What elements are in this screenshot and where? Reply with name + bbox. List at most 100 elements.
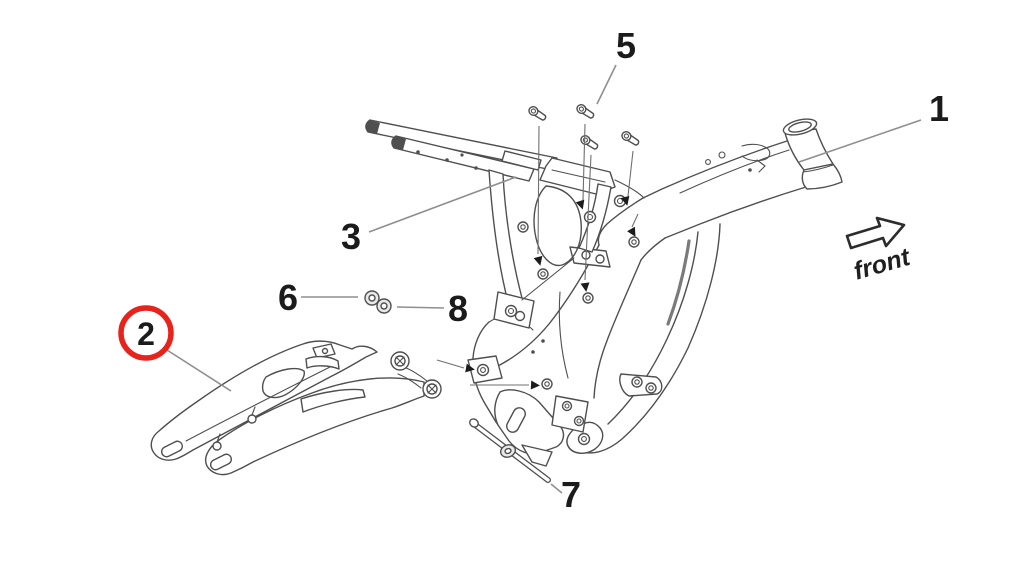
frame-inner-line: [558, 291, 569, 379]
leader-line-2: [166, 349, 232, 392]
assembly-line: [436, 359, 465, 369]
leader-line-8: [396, 306, 445, 309]
arm-inner-line: [185, 366, 331, 442]
arm-mount-bore: [480, 367, 486, 373]
bolt-hole: [531, 350, 535, 354]
rail-end-cap: [391, 136, 406, 150]
bolt-head: [469, 418, 479, 428]
rear-stay-outer: [579, 223, 721, 454]
small-bolt: [576, 104, 595, 119]
arm-bushing-inner: [394, 355, 406, 367]
subframe-opening: [533, 185, 582, 267]
frame-front-inner-edge: [593, 259, 642, 399]
mount-boss: [582, 292, 594, 304]
frame-spar-top-edge: [642, 140, 788, 199]
mount-bore: [616, 197, 624, 205]
callout-label-8: 8: [448, 288, 468, 329]
cable-guide: [741, 143, 771, 162]
callout-label-2: 2: [137, 316, 155, 352]
small-bolt: [580, 135, 599, 150]
assembly-arrowhead: [580, 282, 590, 292]
part-8-washer: [376, 298, 392, 314]
pivot-bore: [564, 403, 570, 409]
footpeg-boss: [645, 382, 657, 394]
leader-line-7: [550, 483, 563, 494]
bolt-hole: [718, 151, 726, 159]
head-tube-bore: [788, 121, 812, 133]
arm-lower-cutout: [300, 388, 366, 413]
frame-mid-inner: [640, 237, 666, 261]
rail-top-plate: [501, 150, 542, 171]
mount-boss: [517, 221, 529, 233]
bushing-cross-mark: [395, 356, 405, 366]
assembly-arrowhead: [465, 363, 475, 373]
arm-bushing-inner: [426, 383, 438, 395]
mount-bore: [520, 224, 526, 230]
motor-plate-slot: [506, 407, 526, 433]
rail-hole: [460, 153, 464, 157]
arm-tip-slot: [209, 453, 233, 471]
frame-spar-bottom-edge: [664, 186, 807, 239]
assembly-guides: [436, 123, 639, 390]
bolt-hole: [748, 168, 752, 172]
pivot-foot-boss: [577, 432, 591, 446]
callout-label-6: 6: [278, 277, 298, 318]
subframe-boss: [504, 304, 518, 318]
callout-label-1: 1: [929, 88, 949, 129]
mount-boss: [537, 268, 549, 280]
pivot-boss: [573, 415, 585, 427]
bolt-hole: [541, 339, 545, 343]
assembly-arrowhead: [530, 380, 540, 390]
arm-tip-slot: [160, 440, 184, 458]
footpeg-bore: [634, 379, 640, 385]
leader-line-3: [368, 176, 517, 233]
arm-lower-body: [204, 377, 425, 476]
assembly-line: [627, 150, 634, 197]
rail-hole: [474, 166, 478, 170]
cradle-boss: [541, 378, 553, 390]
assembly-arrowhead: [627, 226, 636, 237]
callout-leader-lines: [166, 64, 922, 494]
front-direction-indicator: front: [845, 216, 915, 286]
arm-connector-tube: [397, 373, 422, 389]
front-arrow-icon: [845, 216, 906, 250]
part-6-washer: [364, 290, 380, 306]
assembly-line: [631, 213, 639, 228]
shock-mount-boss: [595, 254, 605, 264]
callout-label-5: 5: [616, 25, 636, 66]
rail-hole: [416, 150, 420, 154]
assembly-line: [584, 154, 592, 281]
head-tube-collar-line: [802, 164, 834, 173]
mount-bore: [540, 271, 546, 277]
arm-upper-cutout: [261, 367, 305, 399]
bushing-cross-mark: [427, 384, 437, 394]
small-bolt: [621, 131, 640, 146]
part-5-bolts: [528, 104, 640, 150]
frame-front-edge: [497, 244, 600, 367]
leader-line-1: [798, 119, 922, 163]
rail-hole: [445, 158, 449, 162]
arm-clevis: [312, 343, 336, 359]
motor-plate: [494, 389, 565, 455]
bolt-hole: [705, 159, 711, 165]
assembly-line: [582, 123, 586, 201]
mount-boss: [628, 236, 640, 248]
rear-stay-shading: [666, 239, 691, 326]
cradle-bore: [544, 381, 550, 387]
gusset-to-frame: [614, 179, 645, 199]
rear-support-arm-drawing: [150, 340, 442, 476]
mount-bore: [585, 295, 591, 301]
pivot-bore: [576, 418, 582, 424]
arm-flange: [305, 355, 340, 370]
subframe-bore: [507, 307, 515, 315]
head-tube-rim: [782, 118, 818, 136]
assembly-arrowhead: [575, 199, 585, 210]
spar-notch: [756, 159, 766, 173]
bolt-washer-bore: [504, 447, 512, 455]
subframe-front-strut: [488, 169, 523, 303]
assembly-line: [537, 125, 540, 255]
frame-mid-edge: [597, 197, 644, 246]
leader-line-5: [596, 64, 617, 105]
callout-label-3: 3: [341, 216, 361, 257]
